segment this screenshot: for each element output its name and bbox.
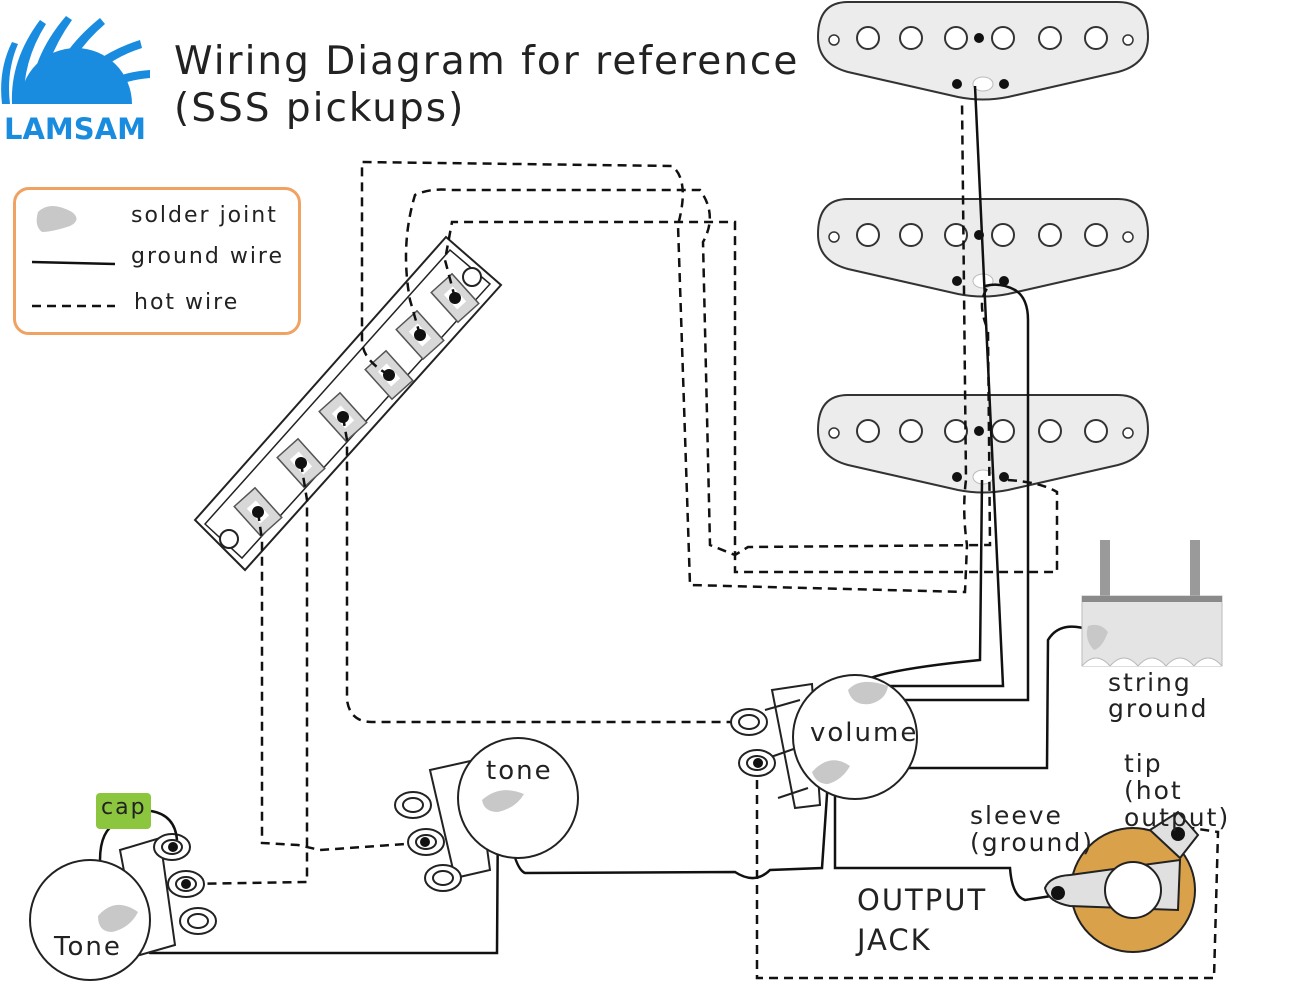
lamsam-logo-icon [1,16,150,104]
neck-pickup [817,1,1149,101]
legend-overlay [31,206,116,308]
volume-label: volume [810,718,919,748]
legend-hot-wire: hot wire [134,290,240,315]
tone-lower-label: Tone [54,932,122,962]
tone-pot-lower [29,833,217,981]
volume-pot [730,674,918,810]
capacitor [96,793,179,841]
brand-name: LAMSAM [4,112,146,146]
tone-label: tone [486,756,553,786]
five-way-switch [193,235,503,572]
sleeve-label: sleeve(ground) [970,801,1094,857]
string-ground-claw [1081,540,1223,667]
title-line-2: (SSS pickups) [174,86,466,131]
tone-pot [394,737,579,892]
bridge-pickup [817,394,1149,494]
tip-label: tip(hot output) [1124,749,1231,832]
legend-ground-wire: ground wire [131,244,285,269]
output-jack [1043,810,1200,953]
legend-solder-joint: solder joint [131,203,278,228]
title-line-1: Wiring Diagram for reference [174,39,800,84]
cap-label: cap [101,795,147,820]
page-title: Wiring Diagram for reference (SSS pickup… [174,38,799,132]
